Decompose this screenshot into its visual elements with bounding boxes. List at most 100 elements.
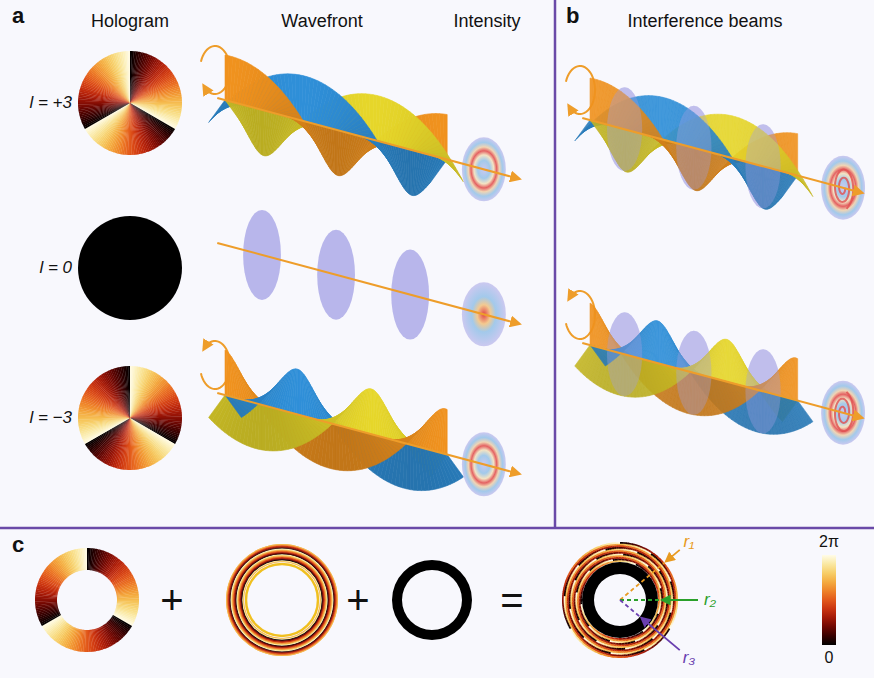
divider: [554, 0, 557, 528]
phase-cell: [228, 546, 335, 653]
phase-cell: [130, 103, 137, 155]
phase-cell: [130, 414, 182, 418]
phase-cell: [130, 103, 135, 155]
phase-cell: [130, 96, 182, 103]
helical-wavefront: [410, 150, 412, 196]
phase-cell: [78, 418, 130, 420]
phase-cell: [237, 555, 327, 645]
phase-cell: [119, 367, 130, 418]
phase-cell: [130, 418, 135, 470]
phase-cell: [230, 548, 335, 653]
phase-cell: [241, 559, 322, 640]
phase-cell: [229, 547, 335, 653]
helical-wavefront: [336, 130, 338, 176]
phase-cell: [78, 103, 130, 107]
phase-cell: [239, 557, 326, 644]
helical-wavefront: [332, 424, 336, 470]
phase-cell: [130, 103, 139, 155]
propagation-axis: [217, 243, 519, 324]
phase-cell: [240, 558, 324, 642]
phase-cell: [130, 407, 181, 418]
ring-edge: [246, 564, 318, 636]
phase-cell: [130, 92, 181, 103]
phase-cell: [231, 549, 333, 651]
phase-cell: [130, 99, 182, 103]
interference-beam-plus: [566, 66, 865, 220]
phase-cell: [392, 560, 472, 640]
beam-zero: [217, 210, 519, 346]
phase-cell: [78, 418, 130, 427]
phase-cell: [243, 561, 321, 639]
phase-cell: [117, 598, 139, 600]
helical-wavefront: [339, 398, 356, 426]
phase-cell: [130, 94, 182, 103]
phase-cell: [232, 550, 331, 649]
phase-cell: [231, 549, 332, 650]
phase-cell: [234, 552, 331, 649]
phase-cell: [236, 554, 329, 647]
phase-cell: [232, 550, 332, 650]
phase-cell: [227, 545, 336, 654]
phase-cell: [243, 561, 322, 640]
phase-cell: [233, 551, 331, 649]
phase-cell: [130, 418, 132, 470]
phase-cell: [79, 103, 130, 114]
divider: [0, 527, 874, 530]
hologram-minus3: [78, 366, 182, 470]
propagation-axis: [582, 118, 862, 193]
phase-cell: [126, 51, 130, 103]
phase-cell: [228, 546, 336, 654]
phase-cell: [236, 554, 328, 646]
phase-cell: [121, 51, 130, 103]
phase-cell: [87, 630, 89, 652]
phase-cell: [239, 557, 325, 643]
phase-cell: [130, 409, 182, 418]
phase-cell: [126, 366, 130, 418]
phase-cell: [130, 101, 182, 103]
phase-cell: [130, 411, 182, 418]
helical-wavefront: [264, 379, 281, 407]
vortex-ring: [35, 548, 139, 652]
hologram-plus3: [78, 51, 182, 155]
phase-cell: [128, 366, 130, 418]
annular-aperture: [392, 560, 472, 640]
phase-cell: [83, 548, 86, 570]
phase-cell: [123, 366, 130, 418]
phase-cell: [130, 413, 182, 418]
helical-wavefront: [262, 110, 264, 156]
phase-cell: [234, 552, 330, 648]
helical-wavefront: [728, 340, 730, 383]
interference-beam-minus: [566, 291, 865, 445]
phase-cell: [235, 553, 330, 648]
phase-cell: [233, 551, 331, 649]
phase-cell: [119, 52, 130, 103]
phase-cell: [235, 553, 329, 647]
phase-cell: [125, 366, 130, 418]
phase-cell: [236, 554, 327, 645]
phase-cell: [78, 103, 130, 108]
beam-minus3: [201, 341, 520, 496]
phase-cell: [130, 418, 141, 469]
phase-cell: [240, 558, 325, 643]
helical-wavefront: [225, 350, 227, 396]
phase-cell: [240, 558, 323, 641]
phase-cell: [130, 103, 141, 154]
phase-cell: [130, 418, 137, 470]
helical-wavefront: [413, 418, 430, 446]
phase-cell: [78, 103, 130, 112]
phase-cell: [226, 544, 338, 656]
phase-cell: [78, 103, 130, 105]
helical-wavefront: [659, 322, 661, 365]
phase-cell: [237, 555, 326, 644]
helical-wavefront: [575, 120, 593, 141]
phase-cell: [79, 418, 130, 429]
phase-cell: [130, 98, 182, 103]
propagation-axis: [217, 98, 519, 179]
hologram-zero: [78, 216, 182, 320]
phase-cell: [231, 549, 334, 652]
phase-cell: [121, 366, 130, 418]
phase-cell: [128, 51, 130, 103]
phase-cell: [227, 545, 337, 655]
